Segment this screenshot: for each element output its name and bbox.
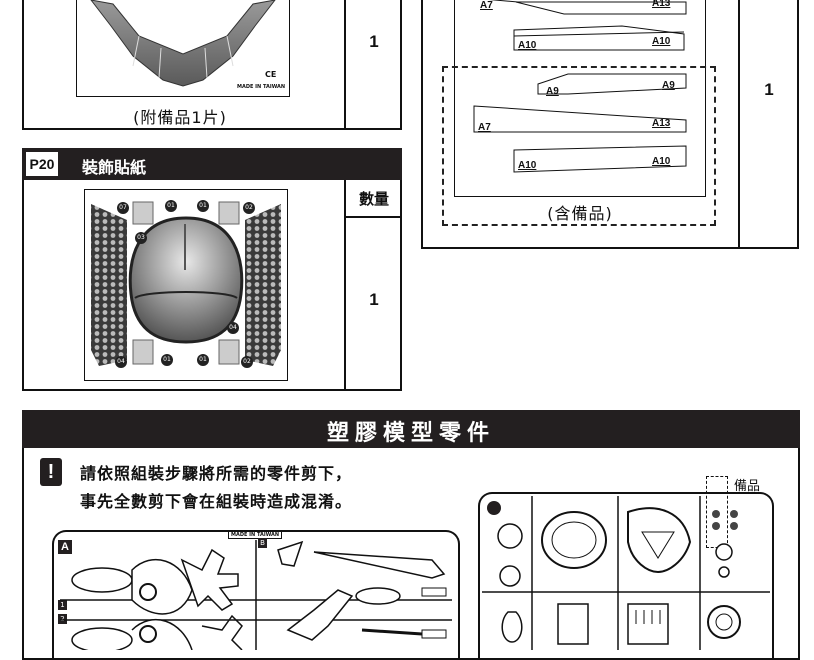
sticker-sheet: 07 01 01 02 03 04 04 01 01 02 (84, 189, 288, 381)
sprue-number: 1 (58, 600, 67, 610)
part-label: A10 (518, 160, 537, 171)
part-label: A9 (662, 80, 675, 91)
p19-caption: (附備品1片) (133, 108, 227, 127)
right-panel-quantity: 1 (764, 80, 774, 99)
p19-divider (344, 0, 346, 130)
sticker-code: 01 (165, 200, 177, 212)
sprue-a-parts (60, 540, 452, 650)
p19-panel (22, 0, 402, 130)
spare-parts-frame (442, 66, 716, 226)
part-label: A13 (652, 118, 671, 129)
sprue-sub-letter: B (258, 538, 267, 548)
p20-divider (344, 180, 346, 391)
sprue-number: 2 (58, 614, 67, 624)
part-label: A7 (480, 0, 493, 11)
p20-quantity: 1 (369, 290, 379, 309)
sprue-b-parts (482, 496, 770, 650)
wing-strips (473, 0, 687, 173)
sticker-code: 04 (227, 322, 239, 334)
parts-sheet (454, 0, 706, 197)
sticker-code: 02 (241, 356, 253, 368)
sticker-code: 01 (197, 200, 209, 212)
right-panel-caption: (含備品) (547, 204, 613, 223)
warning-icon: ! (40, 458, 62, 486)
notice-line-2: 事先全數剪下會在組裝時造成混淆。 (80, 492, 353, 511)
p20-header (22, 148, 402, 180)
p20-qty-rule (344, 216, 402, 218)
part-label: A10 (652, 36, 671, 47)
p19-quantity: 1 (369, 32, 379, 51)
part-label: A10 (652, 156, 671, 167)
right-panel (421, 0, 799, 249)
sprue-b (478, 492, 774, 660)
sticker-code: 03 (135, 232, 147, 244)
sticker-code: 04 (115, 356, 127, 368)
sticker-art (91, 201, 281, 366)
mask-shape (90, 0, 276, 87)
notice-line-1: 請依照組裝步驟將所需的零件剪下， (80, 464, 353, 483)
sprue-made-label: MADE IN TAIWAN (228, 531, 283, 539)
p20-code: P20 (26, 152, 58, 176)
part-label: A7 (478, 122, 491, 133)
right-panel-divider (738, 0, 740, 249)
sticker-code: 07 (117, 202, 129, 214)
part-label: A10 (518, 40, 537, 51)
spare-label: 備品 (734, 479, 761, 494)
sprue-a-letter: A (58, 540, 72, 554)
section-title: 塑膠模型零件 (326, 421, 495, 446)
part-label: A13 (652, 0, 671, 9)
sticker-code: 01 (161, 354, 173, 366)
section-header (22, 410, 800, 448)
made-in-taiwan-stamp: MADE IN TAIWAN (237, 84, 286, 90)
p20-title: 裝飾貼紙 (82, 158, 147, 177)
ce-mark: CE (265, 70, 277, 79)
sticker-code: 01 (197, 354, 209, 366)
p19-mask-sheet: CE MADE IN TAIWAN (76, 0, 290, 97)
part-label: A9 (546, 86, 559, 97)
p20-qty-header: 數量 (358, 190, 389, 208)
sticker-code: 02 (243, 202, 255, 214)
